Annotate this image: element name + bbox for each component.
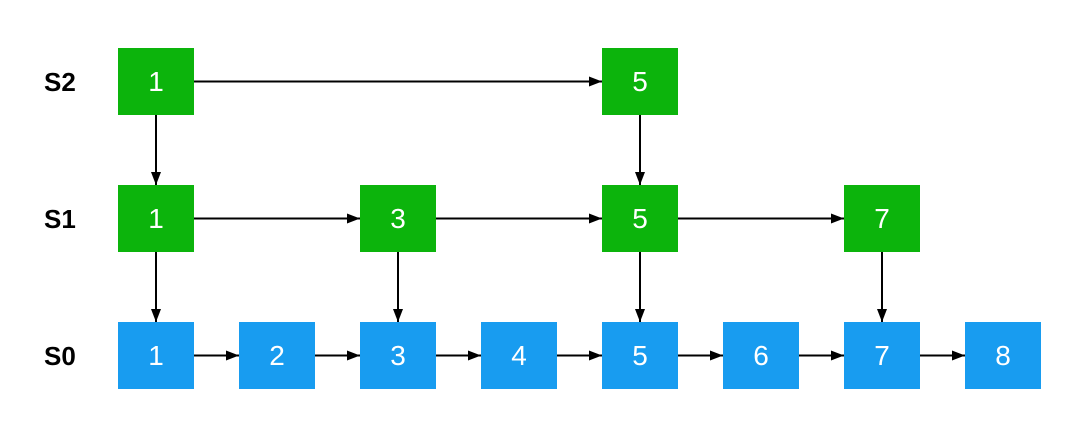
node-s0-7: 7	[844, 322, 920, 389]
node-s1-7: 7	[844, 185, 920, 252]
node-s0-2: 2	[239, 322, 315, 389]
node-s1-1: 1	[118, 185, 194, 252]
node-s2-5: 5	[602, 48, 678, 115]
node-s0-6: 6	[723, 322, 799, 389]
row-label-s2: S2	[44, 66, 76, 97]
node-s0-8: 8	[965, 322, 1041, 389]
node-s2-1: 1	[118, 48, 194, 115]
node-s0-1: 1	[118, 322, 194, 389]
node-s0-4: 4	[481, 322, 557, 389]
node-s1-5: 5	[602, 185, 678, 252]
row-label-s1: S1	[44, 203, 76, 234]
node-s0-3: 3	[360, 322, 436, 389]
row-label-s0: S0	[44, 340, 76, 371]
node-s1-3: 3	[360, 185, 436, 252]
node-s0-5: 5	[602, 322, 678, 389]
